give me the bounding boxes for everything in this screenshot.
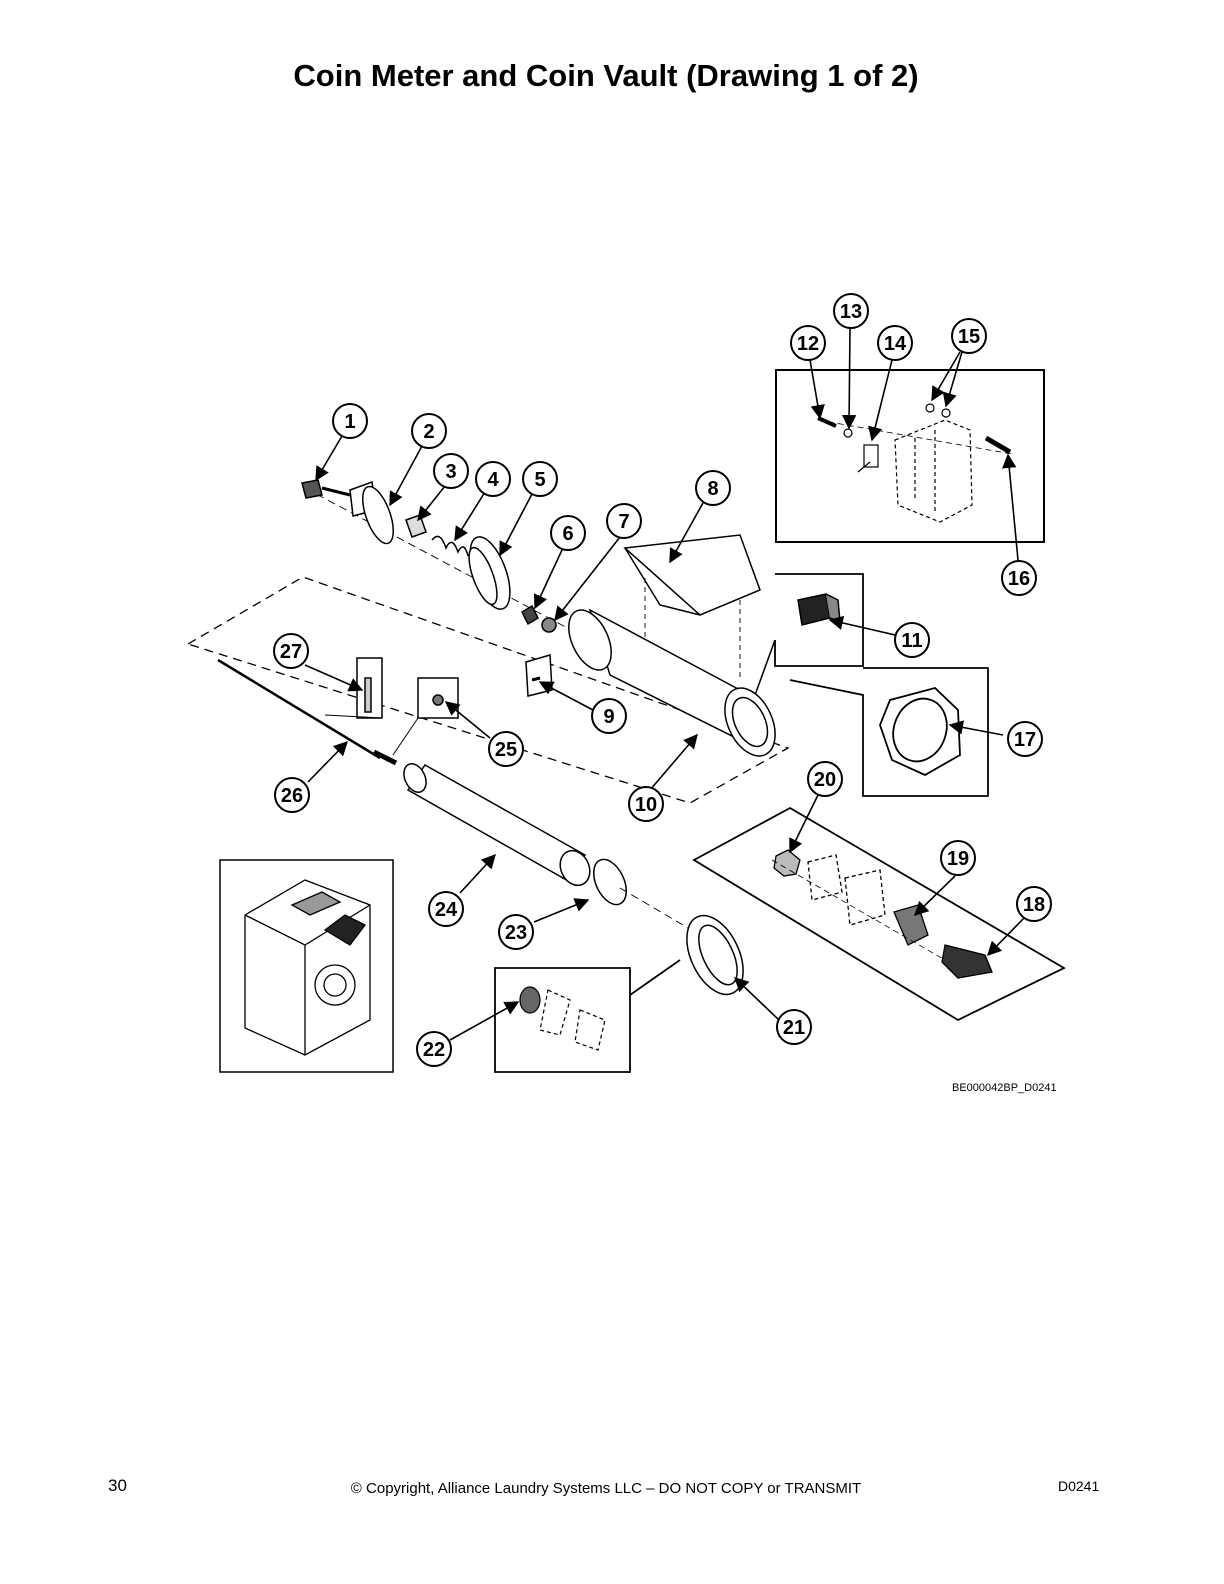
svg-text:2: 2 bbox=[423, 421, 434, 443]
callout-22: 22 bbox=[416, 1031, 452, 1067]
svg-text:21: 21 bbox=[783, 1017, 805, 1039]
main-parts bbox=[217, 479, 776, 996]
svg-text:5: 5 bbox=[534, 469, 545, 491]
svg-text:10: 10 bbox=[635, 794, 657, 816]
rocker-switch bbox=[797, 593, 841, 626]
callout-11: 11 bbox=[894, 622, 930, 658]
page-number: 30 bbox=[108, 1476, 127, 1495]
svg-text:12: 12 bbox=[797, 333, 819, 355]
callout-9: 9 bbox=[591, 698, 627, 734]
inset-gasket bbox=[789, 667, 989, 797]
inset-switch bbox=[774, 573, 864, 667]
callout-7: 7 bbox=[606, 503, 642, 539]
callout-26: 26 bbox=[274, 777, 310, 813]
callout-2: 2 bbox=[411, 413, 447, 449]
switch-bracket-parts bbox=[817, 403, 1013, 523]
document-code: D0241 bbox=[1058, 1478, 1100, 1494]
callout-17: 17 bbox=[1007, 721, 1043, 757]
callout-3: 3 bbox=[433, 453, 469, 489]
callout-18: 18 bbox=[1016, 886, 1052, 922]
svg-text:7: 7 bbox=[618, 511, 629, 533]
callout-24: 24 bbox=[428, 891, 464, 927]
page-title: Coin Meter and Coin Vault (Drawing 1 of … bbox=[293, 58, 919, 93]
svg-text:6: 6 bbox=[562, 523, 573, 545]
svg-text:26: 26 bbox=[281, 785, 303, 807]
svg-text:11: 11 bbox=[901, 630, 922, 652]
svg-text:9: 9 bbox=[603, 706, 614, 728]
washer-machine-thumbnail bbox=[244, 879, 371, 1056]
svg-text:1: 1 bbox=[344, 411, 355, 433]
inset-counter bbox=[494, 959, 681, 1073]
inset-machine-location bbox=[219, 859, 394, 1073]
callout-5: 5 bbox=[522, 461, 558, 497]
svg-text:23: 23 bbox=[505, 922, 527, 944]
leader-arrows bbox=[304, 327, 1025, 1041]
callout-23: 23 bbox=[498, 914, 534, 950]
callout-10: 10 bbox=[628, 786, 664, 822]
callout-25: 25 bbox=[488, 731, 524, 767]
svg-text:22: 22 bbox=[423, 1039, 445, 1061]
svg-text:25: 25 bbox=[495, 739, 517, 761]
svg-text:8: 8 bbox=[707, 478, 718, 500]
svg-text:3: 3 bbox=[445, 461, 456, 483]
callout-14: 14 bbox=[877, 325, 913, 361]
drawing-code: BE000042BP_D0241 bbox=[952, 1082, 1057, 1094]
callout-21: 21 bbox=[776, 1009, 812, 1045]
svg-text:24: 24 bbox=[435, 899, 458, 921]
svg-text:14: 14 bbox=[884, 333, 907, 355]
callout-8: 8 bbox=[695, 470, 731, 506]
svg-text:13: 13 bbox=[840, 301, 862, 323]
svg-text:17: 17 bbox=[1014, 729, 1036, 751]
callout-13: 13 bbox=[833, 293, 869, 329]
gasket bbox=[879, 687, 961, 777]
svg-text:18: 18 bbox=[1023, 894, 1045, 916]
svg-text:16: 16 bbox=[1008, 568, 1030, 590]
svg-text:20: 20 bbox=[814, 769, 836, 791]
svg-text:27: 27 bbox=[280, 641, 302, 663]
callout-16: 16 bbox=[1001, 560, 1037, 596]
svg-text:15: 15 bbox=[958, 326, 980, 348]
callout-12: 12 bbox=[790, 325, 826, 361]
copyright-notice: © Copyright, Alliance Laundry Systems LL… bbox=[350, 1480, 862, 1497]
callouts: 1 2 3 4 5 6 7 8 9 10 11 12 13 14 15 16 1… bbox=[273, 293, 1052, 1067]
callout-20: 20 bbox=[807, 761, 843, 797]
inset-lock-assembly bbox=[692, 806, 1066, 1022]
callout-4: 4 bbox=[475, 461, 511, 497]
inset-switch-bracket bbox=[775, 369, 1045, 543]
svg-text:4: 4 bbox=[487, 469, 499, 491]
callout-6: 6 bbox=[550, 515, 586, 551]
svg-text:19: 19 bbox=[947, 848, 969, 870]
callout-27: 27 bbox=[273, 633, 309, 669]
callout-19: 19 bbox=[940, 840, 976, 876]
callout-1: 1 bbox=[332, 403, 368, 439]
counter-parts bbox=[519, 986, 606, 1051]
callout-15: 15 bbox=[951, 318, 987, 354]
